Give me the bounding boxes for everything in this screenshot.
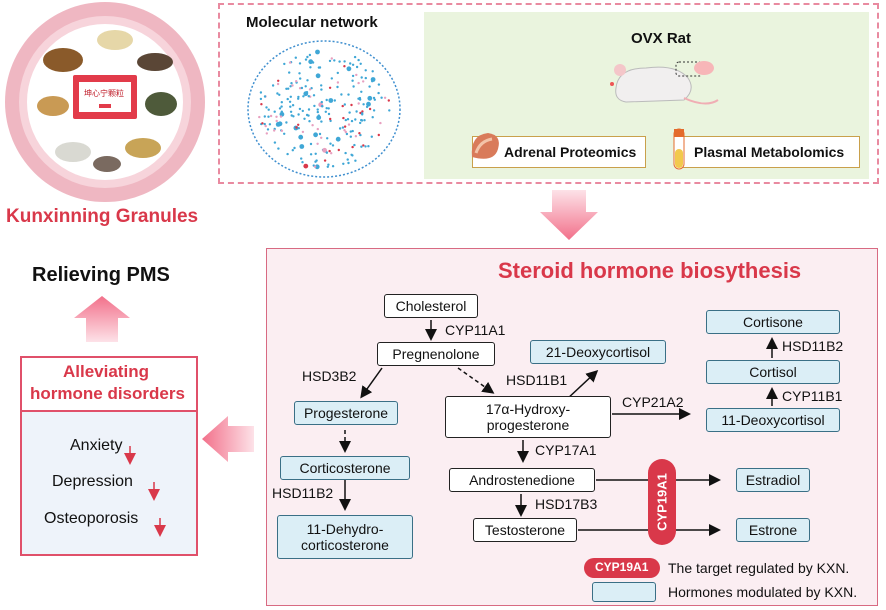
alleviating-line2: hormone disorders: [30, 384, 185, 403]
node-dehydro-line2: corticosterone: [301, 537, 389, 553]
node-dehydro-line1: 11-Dehydro-: [306, 520, 384, 537]
node-cortisol: Cortisol: [706, 360, 840, 384]
node-dehydrocorticosterone: 11-Dehydro- corticosterone: [277, 515, 413, 559]
node-21-deoxycortisol: 21-Deoxycortisol: [530, 340, 666, 364]
enzyme-hsd3b2: HSD3B2: [302, 368, 357, 384]
pathway-title: Steroid hormone biosythesis: [498, 258, 802, 283]
enzyme-cyp11a1: CYP11A1: [445, 322, 506, 338]
rat-title: OVX Rat: [631, 30, 692, 47]
legend-target-badge: CYP19A1: [595, 560, 649, 574]
test-tube-icon: [672, 127, 686, 171]
granules-image: 坤心宁颗粒: [3, 0, 207, 204]
cyp19a1-label: CYP19A1: [654, 473, 670, 531]
enzyme-hsd11b2-right: HSD11B2: [782, 338, 844, 354]
network-title: Molecular network: [246, 14, 378, 31]
legend-target-text: The target regulated by KXN.: [668, 560, 850, 576]
symptom-anxiety: Anxiety: [70, 437, 123, 454]
rat-image: [606, 50, 726, 112]
alleviating-line1: Alleviating: [63, 362, 149, 381]
symptom-osteoporosis: Osteoporosis: [44, 510, 139, 527]
node-progesterone: Progesterone: [294, 401, 398, 425]
molecular-network-image: [244, 38, 404, 180]
node-11-deoxycortisol: 11-Deoxycortisol: [706, 408, 840, 432]
legend-target-swatch: [584, 558, 660, 578]
cyp19a1-marker: [648, 459, 676, 545]
node-corticosterone: Corticosterone: [280, 456, 410, 480]
node-cholesterol: Cholesterol: [384, 294, 478, 318]
symptom-depression: Depression: [52, 473, 133, 490]
alleviating-header: [22, 358, 196, 412]
plasma-box: [680, 136, 860, 168]
adrenal-icon: [466, 127, 506, 167]
granules-label: Kunxinning Granules: [6, 206, 199, 227]
enzyme-hsd11b1: HSD11B1: [506, 372, 568, 388]
plasma-label: Plasmal Metabolomics: [694, 144, 845, 160]
enzyme-hsd11b2-left: HSD11B2: [272, 485, 334, 501]
enzyme-cyp21a2: CYP21A2: [622, 394, 684, 410]
adrenal-label: Adrenal Proteomics: [504, 144, 637, 160]
package-text: 坤心宁颗粒: [84, 89, 124, 98]
node-estrone: Estrone: [736, 518, 810, 542]
enzyme-hsd17b3: HSD17B3: [535, 496, 598, 512]
node-hydroxy-line1: 17α-Hydroxy-: [485, 400, 571, 417]
adrenal-box: [472, 136, 646, 168]
node-pregnenolone: Pregnenolone: [377, 342, 495, 366]
legend-hormone-text: Hormones modulated by KXN.: [668, 584, 858, 600]
node-hydroxy-line2: progesterone: [486, 417, 570, 433]
node-17-hydroxyprogesterone: 17α-Hydroxy- progesterone: [445, 396, 611, 438]
node-testosterone: Testosterone: [473, 518, 577, 542]
node-estradiol: Estradiol: [736, 468, 810, 492]
node-androstenedione: Androstenedione: [449, 468, 595, 492]
node-cortisone: Cortisone: [706, 310, 840, 334]
relieving-title: Relieving PMS: [32, 264, 170, 286]
legend-hormone-swatch: [592, 582, 656, 602]
enzyme-cyp17a1: CYP17A1: [535, 442, 597, 458]
enzyme-cyp11b1: CYP11B1: [782, 388, 843, 404]
